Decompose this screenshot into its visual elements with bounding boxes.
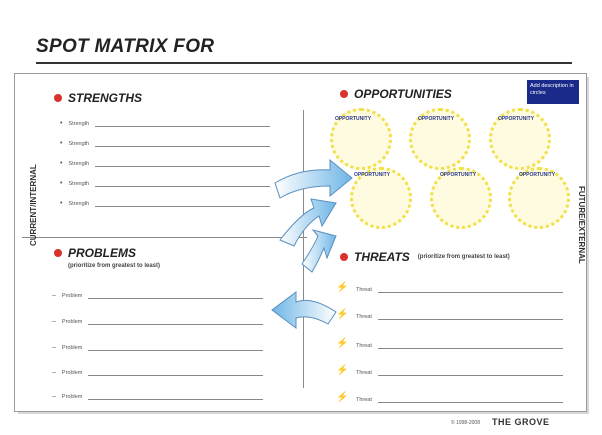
problems-title: PROBLEMS <box>68 246 137 260</box>
arrow-icon <box>274 158 353 199</box>
bullet-icon: • <box>60 140 63 147</box>
bullet-icon: • <box>60 160 63 167</box>
strength-line[interactable]: • Strength <box>60 120 271 127</box>
title-underline <box>36 62 572 64</box>
lightning-icon: ⚡ <box>336 338 349 349</box>
write-line <box>377 292 563 293</box>
lightning-icon: ⚡ <box>336 282 349 293</box>
arrow-icon <box>279 198 337 247</box>
write-line <box>88 399 264 400</box>
threats-title: THREATS <box>354 250 410 264</box>
dash-icon: – <box>52 369 56 376</box>
write-line <box>377 319 563 320</box>
opportunity-label: OPPORTUNITY <box>417 116 455 122</box>
problems-subheading: (prioritize from greatest to least) <box>68 263 161 269</box>
opportunities-heading: OPPORTUNITIES <box>340 87 452 101</box>
opportunities-title: OPPORTUNITIES <box>354 87 452 101</box>
threat-line[interactable]: ⚡ Threat <box>336 309 563 320</box>
strength-label: Strength <box>68 141 90 147</box>
write-line <box>88 324 264 325</box>
strength-line[interactable]: • Strength <box>60 180 271 187</box>
opportunity-label: OPPORTUNITY <box>353 172 391 178</box>
opportunity-circle[interactable] <box>430 167 492 229</box>
opportunity-circle[interactable] <box>350 167 412 229</box>
strength-line[interactable]: • Strength <box>60 160 271 167</box>
threat-label: Threat <box>356 397 372 403</box>
threat-line[interactable]: ⚡ Threat <box>336 392 563 403</box>
problem-label: Problem <box>61 345 83 351</box>
write-line <box>377 375 563 376</box>
page-title: SPOT MATRIX FOR <box>36 36 215 57</box>
problem-label: Problem <box>61 293 83 299</box>
problems-heading: PROBLEMS <box>54 246 136 260</box>
write-line <box>95 186 271 187</box>
problem-label: Problem <box>61 319 83 325</box>
threat-label: Threat <box>356 314 372 320</box>
threats-heading: THREATS (prioritize from greatest to lea… <box>340 250 510 264</box>
write-line <box>95 206 271 207</box>
opportunity-circle[interactable] <box>489 108 551 170</box>
bullet-icon: • <box>60 120 63 127</box>
vertical-divider <box>303 110 304 388</box>
strength-line[interactable]: • Strength <box>60 200 271 207</box>
bullet-dot-icon <box>54 94 62 102</box>
strength-line[interactable]: • Strength <box>60 140 271 147</box>
strength-label: Strength <box>68 181 90 187</box>
brand-logo: THE GROVE <box>492 417 550 427</box>
strength-label: Strength <box>68 201 90 207</box>
write-line <box>95 146 271 147</box>
bullet-dot-icon <box>340 253 348 261</box>
horizontal-divider <box>22 237 307 238</box>
threats-subheading: (prioritize from greatest to least) <box>417 254 510 260</box>
strength-label: Strength <box>68 161 90 167</box>
dash-icon: – <box>52 318 56 325</box>
dash-icon: – <box>52 393 56 400</box>
bullet-dot-icon <box>54 249 62 257</box>
problem-line[interactable]: – Problem <box>52 344 264 351</box>
bullet-icon: • <box>60 180 63 187</box>
lightning-icon: ⚡ <box>336 365 349 376</box>
dash-icon: – <box>52 344 56 351</box>
bullet-dot-icon <box>340 90 348 98</box>
problem-label: Problem <box>61 394 83 400</box>
threat-line[interactable]: ⚡ Threat <box>336 365 563 376</box>
strength-label: Strength <box>68 121 90 127</box>
opportunity-circle[interactable] <box>409 108 471 170</box>
arrow-icon <box>301 229 337 273</box>
strengths-heading: STRENGTHS <box>54 91 142 105</box>
write-line <box>95 126 271 127</box>
problem-line[interactable]: – Problem <box>52 292 264 299</box>
problem-label: Problem <box>61 370 83 376</box>
threat-label: Threat <box>356 370 372 376</box>
threat-line[interactable]: ⚡ Threat <box>336 282 563 293</box>
opportunity-circle[interactable] <box>508 167 570 229</box>
threat-label: Threat <box>356 287 372 293</box>
write-line <box>88 298 264 299</box>
lightning-icon: ⚡ <box>336 309 349 320</box>
write-line <box>377 402 563 403</box>
arrow-icon <box>271 291 337 329</box>
opportunity-label: OPPORTUNITY <box>439 172 477 178</box>
copyright: © 1998-2008 <box>451 420 480 426</box>
bullet-icon: • <box>60 200 63 207</box>
opportunity-label: OPPORTUNITY <box>497 116 535 122</box>
problem-line[interactable]: – Problem <box>52 318 264 325</box>
problem-line[interactable]: – Problem <box>52 369 264 376</box>
dash-icon: – <box>52 292 56 299</box>
opportunity-label: OPPORTUNITY <box>518 172 556 178</box>
strengths-title: STRENGTHS <box>68 91 143 105</box>
opportunity-circle[interactable] <box>330 108 392 170</box>
write-line <box>377 348 563 349</box>
threat-label: Threat <box>356 343 372 349</box>
note-box: Add description in circles <box>527 80 579 104</box>
write-line <box>95 166 271 167</box>
opportunity-label: OPPORTUNITY <box>334 116 372 122</box>
problem-line[interactable]: – Problem <box>52 393 264 400</box>
lightning-icon: ⚡ <box>336 392 349 403</box>
write-line <box>88 375 264 376</box>
threat-line[interactable]: ⚡ Threat <box>336 338 563 349</box>
write-line <box>88 350 264 351</box>
